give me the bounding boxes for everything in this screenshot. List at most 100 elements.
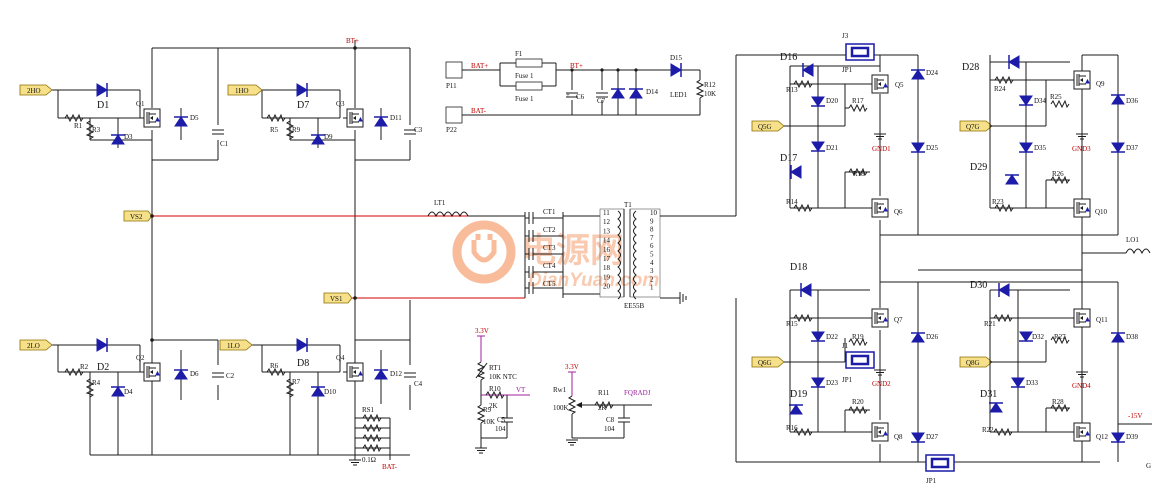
- d23-label: D23: [826, 379, 839, 387]
- d18-label: D18: [790, 262, 807, 273]
- diode-d29: [1004, 174, 1020, 185]
- primary-pin-20: 20: [603, 283, 611, 291]
- r22-label: R22: [982, 426, 994, 434]
- t1-core-label: EE55B: [624, 302, 645, 310]
- r23-label: R23: [992, 198, 1004, 206]
- ct5-label: CT5: [543, 280, 556, 288]
- q12-label: Q12: [1096, 433, 1109, 441]
- d12-label: D12: [390, 370, 403, 378]
- diode-d31: [988, 402, 1004, 413]
- q3-label: Q3: [336, 100, 345, 108]
- led-label: LED1: [670, 91, 688, 99]
- sensing-section: 3.3V RT1 10K NTC R10 2K VT R9 10K C5 104…: [474, 327, 652, 454]
- led-d15: [670, 62, 682, 78]
- rw1-value: 100K: [553, 404, 569, 412]
- d2-label: D2: [97, 362, 109, 373]
- diode-d35: [1018, 142, 1034, 153]
- secondary-pin-5: 5: [650, 251, 654, 259]
- diode-d28: [1008, 54, 1020, 70]
- d30-label: D30: [970, 280, 987, 291]
- d29-label: D29: [970, 162, 987, 173]
- ground-symbol: [348, 459, 362, 466]
- c2-label: C2: [226, 372, 235, 380]
- r24-label: R24: [994, 85, 1006, 93]
- port-1ho: [227, 84, 263, 96]
- r3-label: R3: [92, 126, 101, 134]
- q8-label: Q8: [894, 433, 903, 441]
- d4-label: D4: [124, 388, 133, 396]
- mosfet-q6: [867, 198, 889, 218]
- mosfet-q1: [139, 108, 161, 128]
- mosfet-q10: [1069, 198, 1091, 218]
- c6-label: C6: [576, 93, 585, 101]
- q5-label: Q5: [895, 81, 904, 89]
- diode-d22: [810, 331, 826, 342]
- diode-d2: [96, 337, 108, 353]
- gnd4-label: GND4: [1072, 382, 1091, 390]
- r14-label: R14: [786, 198, 798, 206]
- mosfet-q3: [342, 108, 364, 128]
- d33-label: D33: [1026, 379, 1039, 387]
- q6g-label: Q6G: [758, 359, 772, 367]
- secondary-pin-9: 9: [650, 217, 654, 225]
- ground-symbol: [474, 447, 488, 454]
- r15-label: R15: [786, 320, 798, 328]
- diode-d24: [910, 69, 926, 80]
- diode-d34: [1018, 95, 1034, 106]
- d28-label: D28: [962, 62, 979, 73]
- inductor-lo1: [1125, 248, 1151, 255]
- bt-plus-in-label: BT+: [570, 62, 583, 70]
- r11-label: R11: [598, 389, 610, 397]
- fqradj-net: FQRADJ: [624, 389, 651, 397]
- diode-d37: [1110, 142, 1126, 153]
- v-minus15-label: -15V: [1128, 412, 1142, 420]
- bat-minus-in-label: BAT-: [471, 107, 487, 115]
- secondary-pin-10: 10: [650, 209, 658, 217]
- c1-label: C1: [220, 140, 229, 148]
- secondary-pin-4: 4: [650, 259, 654, 267]
- resistor-r12: [696, 79, 704, 99]
- r11-value: 2K: [598, 404, 607, 412]
- r9-label: R9: [483, 406, 492, 414]
- port-q8g: [959, 356, 993, 368]
- secondary-pin-3: 3: [650, 267, 654, 275]
- diode-d36: [1110, 94, 1126, 105]
- fuse-2: [515, 81, 543, 91]
- diode-d1: [96, 82, 108, 98]
- r12-value: 10K: [704, 90, 716, 98]
- diode-d33: [1010, 377, 1026, 388]
- d24-label: D24: [926, 69, 939, 77]
- primary-pin-19: 19: [603, 273, 611, 281]
- secondary-pin-6: 6: [650, 242, 654, 250]
- mosfet-q9: [1069, 70, 1091, 90]
- primary-pin-16: 16: [603, 246, 611, 254]
- ct3-label: CT3: [543, 244, 556, 252]
- r5-label: R5: [270, 126, 279, 134]
- d11-label: D11: [390, 114, 402, 122]
- r13-label: R13: [786, 86, 798, 94]
- diode-d12: [373, 369, 389, 380]
- diode-d27: [910, 432, 926, 443]
- output-section: LO1 -15V G J3 JP1 J1 JP1 JP1 Q5G Q6G Q7G…: [735, 32, 1152, 485]
- gnd1-label: GND1: [872, 145, 891, 153]
- c4-label: C4: [414, 380, 423, 388]
- bat-plus-label: BAT+: [471, 62, 488, 70]
- mosfet-q7: [867, 308, 889, 328]
- c5-value: 104: [495, 425, 506, 433]
- diode-d26: [910, 332, 926, 343]
- potentiometer-rw1: [568, 395, 576, 415]
- watermark-url: DianYuan.com: [528, 270, 659, 291]
- capacitor-c8: [617, 417, 631, 423]
- d15-label: D15: [670, 54, 683, 62]
- fuse2-name: Fuse 1: [515, 95, 534, 103]
- r28-label: R28: [1052, 398, 1064, 406]
- p11-label: P11: [446, 82, 457, 90]
- port-vs1: [323, 292, 353, 304]
- r1-label: R1: [74, 122, 83, 130]
- input-section: P11 P22 BAT+ BAT- F1 Fuse 1 Fuse 1 BT+ +…: [445, 50, 716, 134]
- diode-d6: [173, 369, 189, 380]
- d10-label: D10: [324, 388, 337, 396]
